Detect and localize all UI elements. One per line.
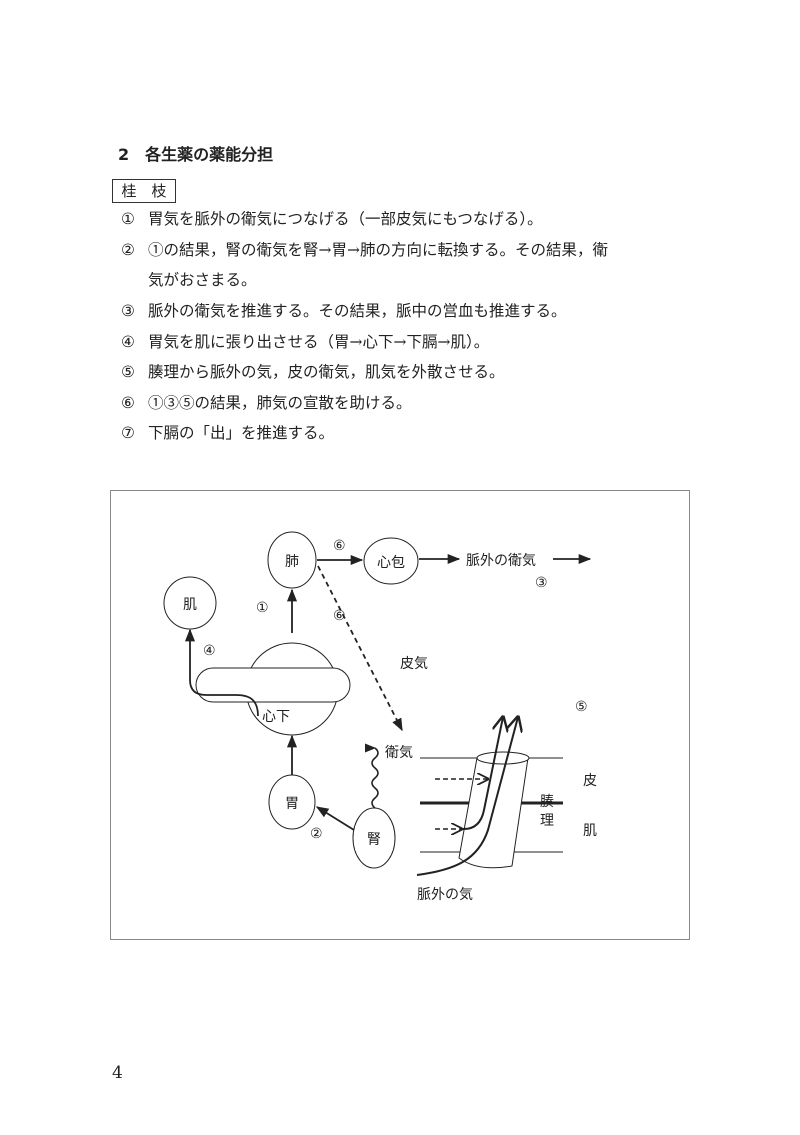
list-item: ① 胃気を脈外の衛気につなげる（一部皮気にもつなげる）。 [121, 207, 543, 229]
marker-2: ② [310, 826, 323, 842]
marker-1: ① [256, 600, 269, 616]
label-skin: 皮 [583, 773, 597, 789]
item-text: 下膈の「出」を推進する。 [148, 424, 335, 442]
item-text: 胃気を肌に張り出させる（胃→心下→下膈→肌）。 [148, 333, 490, 351]
list-item: ⑦ 下膈の「出」を推進する。 [121, 421, 334, 443]
arrow-lung-to-skin-dashed [317, 565, 403, 732]
item-text: ①③⑤の結果，肺気の宣散を助ける。 [148, 394, 412, 412]
arrow-kidney-to-stomach [315, 806, 355, 831]
node-stomach-label: 胃 [285, 796, 299, 812]
label-couli-2: 理 [540, 813, 554, 829]
item-number: ③ [121, 302, 135, 320]
list-item: ④ 胃気を肌に張り出させる（胃→心下→下膈→肌）。 [121, 330, 489, 352]
label-wei-qi: 衛気 [385, 745, 413, 761]
node-kidney-label: 腎 [367, 832, 381, 848]
marker-3: ③ [535, 575, 548, 591]
marker-6-dashed: ⑥ [333, 608, 346, 624]
marker-4: ④ [203, 643, 216, 659]
item-number: ⑤ [121, 363, 135, 381]
couli-tube-top [476, 751, 530, 765]
herb-label-box: 桂 枝 [112, 179, 176, 203]
diagram-frame [110, 490, 690, 940]
item-text: 胃気を脈外の衛気につなげる（一部皮気にもつなげる）。 [148, 210, 543, 228]
item-text: 脈外の衛気を推進する。その結果，脈中の営血も推進する。 [148, 302, 567, 320]
node-pericardium-label: 心包 [377, 555, 405, 571]
item-text: ①の結果，腎の衛気を腎→胃→肺の方向に転換する。その結果，衛 [148, 241, 608, 259]
section-heading: 2 各生薬の薬能分担 [118, 141, 273, 165]
path-shinka-to-flesh [184, 628, 259, 717]
section-number: 2 [118, 145, 130, 164]
label-skin-qi: 皮気 [400, 656, 428, 672]
label-couli-1: 腠 [540, 793, 554, 810]
list-item: ③ 脈外の衛気を推進する。その結果，脈中の営血も推進する。 [121, 299, 567, 321]
node-pericardium [363, 537, 419, 585]
node-flesh-label: 肌 [183, 597, 197, 613]
flow-flesh-up [461, 717, 503, 831]
list-item-continuation: 気がおさまる。 [148, 271, 257, 289]
wavy-wei-qi-arrow [371, 747, 386, 809]
section-title: 各生薬の薬能分担 [145, 145, 274, 164]
list-item: ⑥ ①③⑤の結果，肺気の宣散を助ける。 [121, 391, 412, 413]
flow-extravascular-up [416, 717, 518, 876]
node-shinka-label: 心下 [262, 709, 290, 725]
node-lung [267, 531, 317, 589]
item-text: 腠理から脈外の気，皮の衛気，肌気を外散させる。 [148, 363, 505, 381]
label-extravascular-qi: 脈外の気 [417, 887, 473, 903]
label-extravascular-wei: 脈外の衛気 [466, 553, 536, 569]
marker-6-top: ⑥ [333, 538, 346, 554]
diaphragm-bar [195, 667, 351, 703]
item-number: ⑦ [121, 424, 135, 442]
page-number: 4 [112, 1063, 123, 1083]
list-item: ② ①の結果，腎の衛気を腎→胃→肺の方向に転換する。その結果，衛 [121, 238, 608, 260]
node-lung-label: 肺 [285, 554, 299, 570]
item-number: ① [121, 210, 135, 228]
marker-5: ⑤ [575, 699, 588, 715]
item-number: ② [121, 241, 135, 259]
item-number: ④ [121, 333, 135, 351]
label-flesh: 肌 [583, 823, 597, 839]
list-item: ⑤ 腠理から脈外の気，皮の衛気，肌気を外散させる。 [121, 360, 505, 382]
item-number: ⑥ [121, 394, 135, 412]
